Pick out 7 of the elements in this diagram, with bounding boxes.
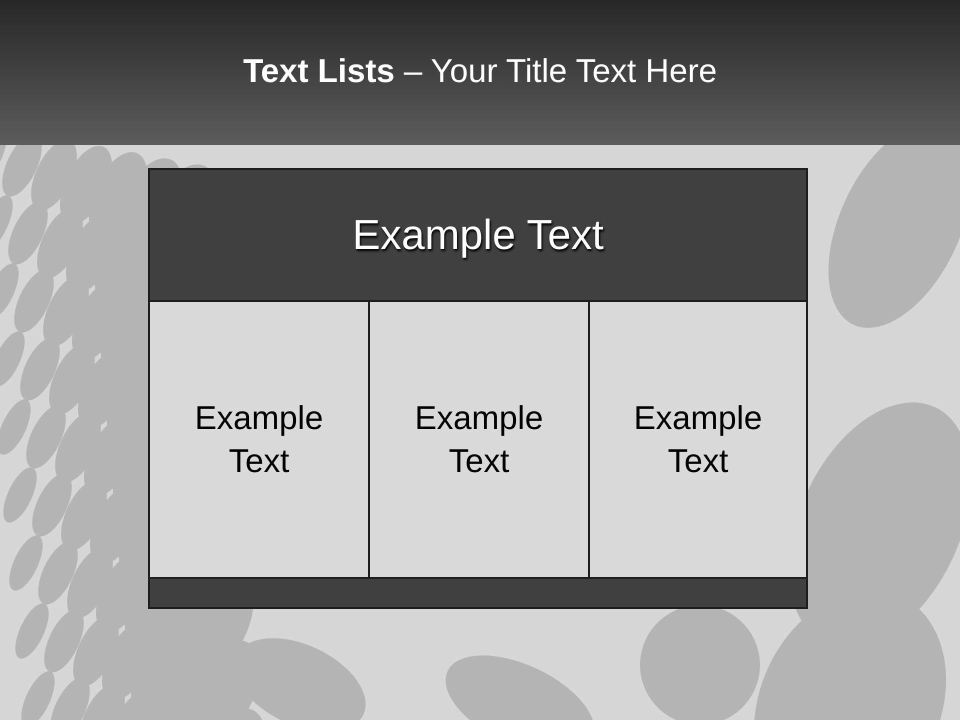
slide-title: Text Lists – Your Title Text Here (243, 52, 717, 90)
panel-text: Example Text (632, 398, 764, 480)
footer-bar (148, 577, 808, 609)
panel-text: Example Text (414, 398, 544, 480)
header-band (148, 168, 808, 302)
panel-text: Example Text (194, 398, 324, 480)
heading-text: Example Text (352, 210, 604, 260)
